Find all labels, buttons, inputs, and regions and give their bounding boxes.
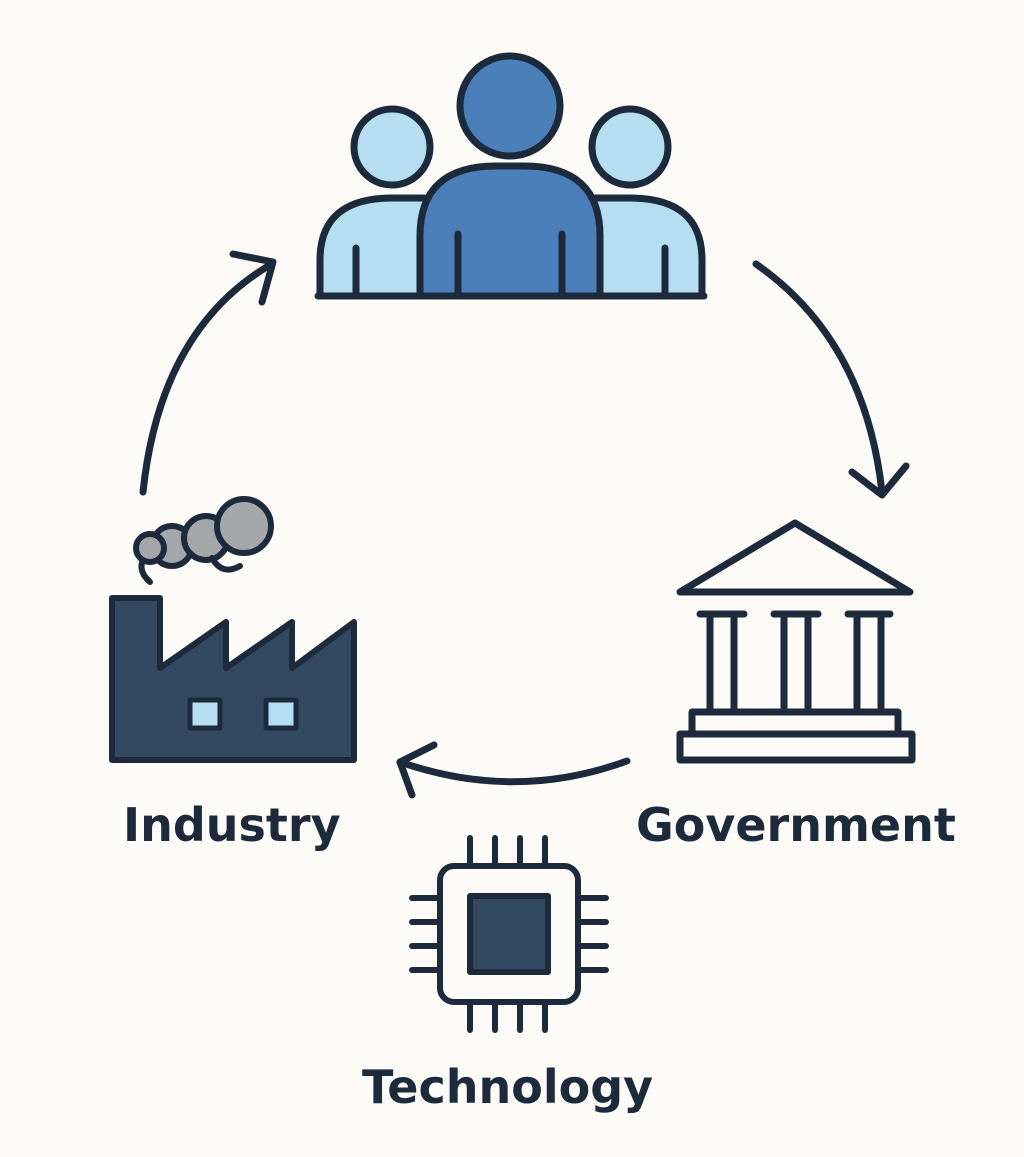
arrow-people-to-government bbox=[752, 260, 910, 499]
label-technology: Technology bbox=[362, 1060, 654, 1114]
government-building-icon bbox=[676, 519, 916, 764]
person-left-head-icon bbox=[350, 105, 434, 189]
factory-window-icon bbox=[263, 697, 299, 731]
label-government: Government bbox=[636, 798, 956, 852]
person-center-body-icon bbox=[416, 162, 604, 300]
arrow-industry-to-people bbox=[139, 250, 277, 496]
people-group-icon bbox=[314, 52, 708, 300]
label-industry: Industry bbox=[123, 798, 341, 852]
arrow-government-to-industry bbox=[396, 741, 631, 799]
smoke-cloud-icon bbox=[133, 496, 274, 585]
factory-icon bbox=[109, 496, 357, 763]
microchip-icon bbox=[409, 835, 609, 1033]
person-right-head-icon bbox=[588, 105, 672, 189]
person-center-head-icon bbox=[456, 52, 564, 160]
factory-window-icon bbox=[187, 697, 223, 731]
